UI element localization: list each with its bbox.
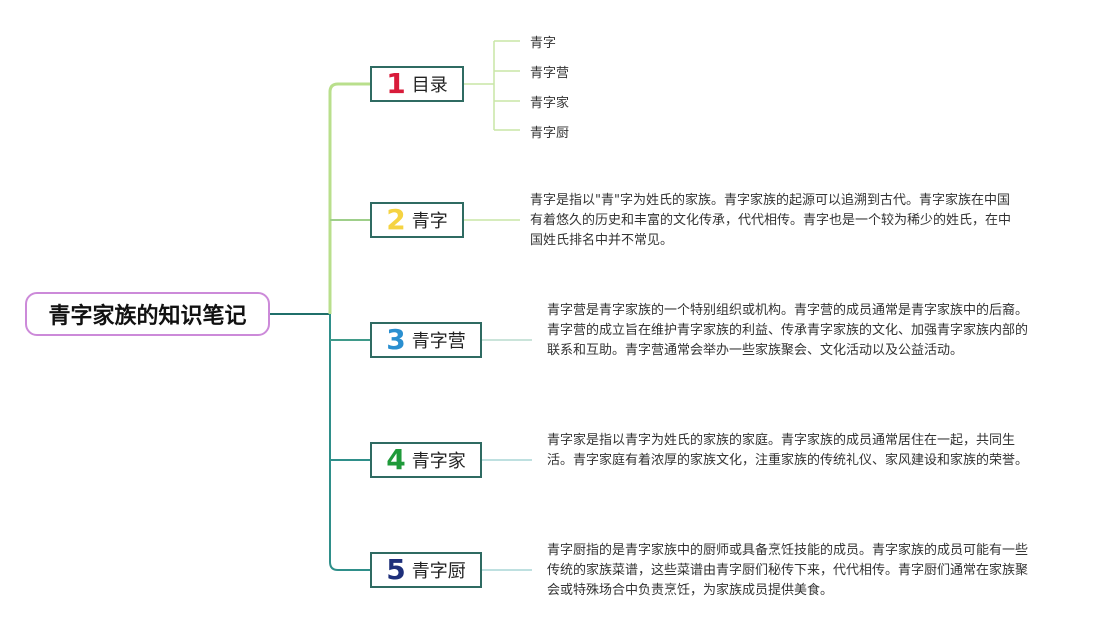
- branch-node-3[interactable]: 3 青字营: [370, 322, 482, 358]
- branch-node-4[interactable]: 4 青字家: [370, 442, 482, 478]
- branch-number-4: 4: [386, 443, 406, 476]
- branch-text-2: 青字是指以"青"字为姓氏的家族。青字家族的起源可以追溯到古代。青字家族在中国有着…: [530, 193, 1012, 248]
- branch-text-3: 青字营是青字家族的一个特别组织或机构。青字营的成员通常是青字家族中的后裔。青字营…: [547, 303, 1029, 358]
- trunk-lower: [329, 314, 372, 571]
- branch-number-3: 3: [386, 323, 406, 356]
- branch-number-1: 1: [386, 67, 406, 100]
- branch-node-1[interactable]: 1 目录: [370, 66, 464, 102]
- branch-node-5[interactable]: 5 青字厨: [370, 552, 482, 588]
- branch-label-4: 青字家: [411, 451, 466, 472]
- leaf-item[interactable]: 青字: [530, 36, 557, 51]
- leaf-item[interactable]: 青字营: [530, 66, 570, 81]
- branch-text-5: 青字厨指的是青字家族中的厨师或具备烹饪技能的成员。青字家族的成员可能有一些传统的…: [547, 543, 1029, 598]
- branch-label-3: 青字营: [411, 331, 466, 352]
- branch-text-4: 青字家是指以青字为姓氏的家族的家庭。青字家族的成员通常居住在一起，共同生活。青字…: [547, 433, 1029, 468]
- leaf-item[interactable]: 青字家: [530, 96, 570, 111]
- branch-label-5: 青字厨: [411, 561, 466, 582]
- root-node[interactable]: 青字家族的知识笔记: [25, 292, 270, 336]
- branch-number-5: 5: [386, 553, 406, 586]
- leaf-item[interactable]: 青字厨: [530, 126, 570, 141]
- branch-node-2[interactable]: 2 青字: [370, 202, 464, 238]
- leaf-connector: [464, 40, 520, 131]
- trunk-upper: [328, 82, 372, 314]
- branch-label-1: 目录: [411, 75, 448, 96]
- branch-label-2: 青字: [411, 211, 448, 232]
- branch-number-2: 2: [386, 203, 406, 236]
